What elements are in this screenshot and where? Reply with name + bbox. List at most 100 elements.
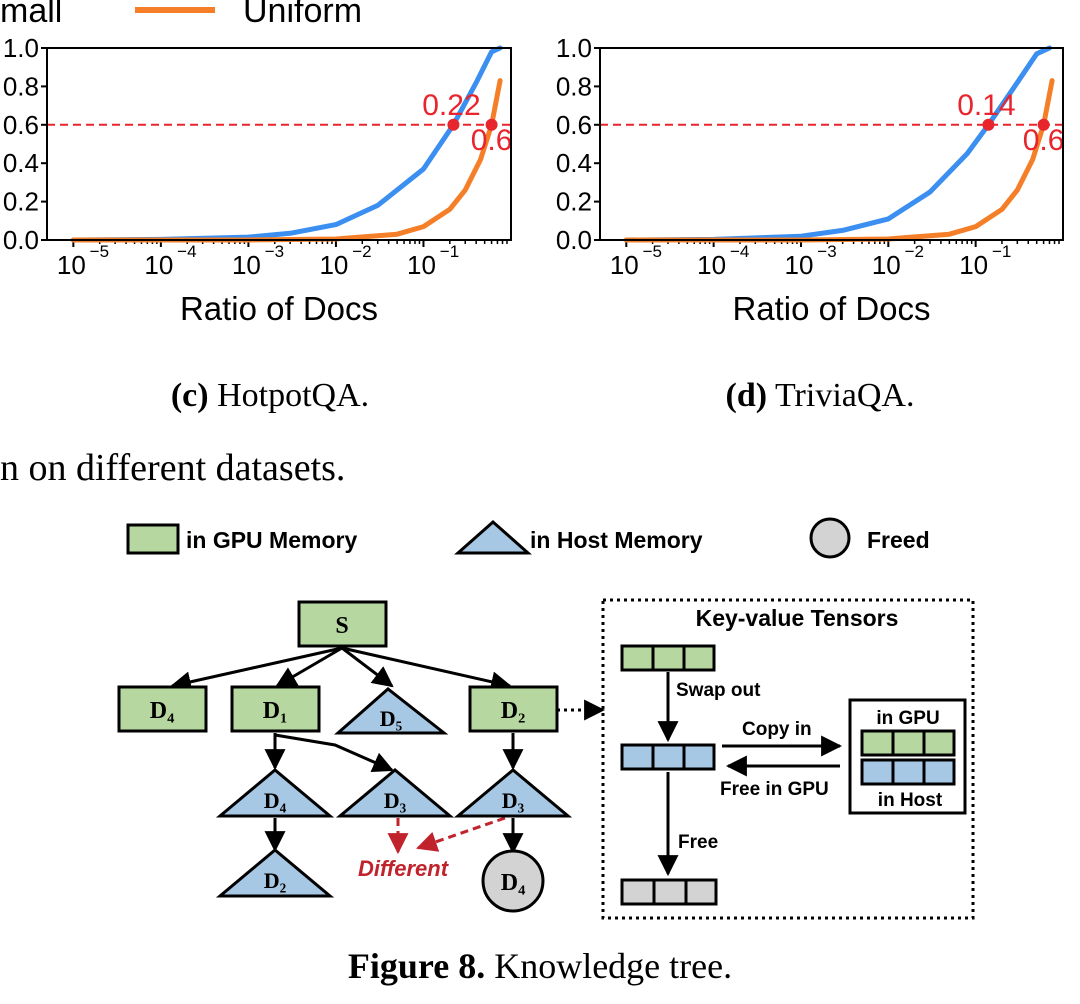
legend-gpu-swatch <box>126 523 180 555</box>
label-in-host: in Host <box>878 790 943 811</box>
x-tick-exponent: −4 <box>177 242 196 261</box>
node-d5-label: D₅ <box>380 706 403 731</box>
figure-caption: Figure 8. Knowledge tree. <box>348 946 732 986</box>
x-tick-label: 10 <box>697 250 726 280</box>
y-tick-label: 0.0 <box>556 225 592 255</box>
edge-s-d1 <box>275 646 343 688</box>
y-tick-label: 0.2 <box>3 187 39 217</box>
node-d4-top-label: D₄ <box>150 698 175 724</box>
memory-gpu-tensor <box>860 729 956 757</box>
x-axis-label: Ratio of Docs <box>732 290 930 327</box>
y-tick-label: 0.0 <box>3 225 39 255</box>
legend-gpu-label: in GPU Memory <box>186 527 357 553</box>
x-tick-label: 10 <box>785 250 814 280</box>
legend-freed-swatch <box>809 517 851 559</box>
node-d4-mid-label: D₄ <box>264 788 287 813</box>
different-arrow-right <box>416 816 506 852</box>
node-d3-mid-label: D₃ <box>384 788 407 813</box>
x-tick-exponent: −4 <box>730 242 749 261</box>
kv-panel: Key-value Tensors Swap out Copy in Free … <box>601 598 975 920</box>
node-root-label: S <box>335 613 348 639</box>
label-free-in-gpu: Free in GPU <box>720 779 829 800</box>
subfigure-caption-text: HotpotQA. <box>209 377 370 414</box>
kv-panel-border <box>601 598 975 920</box>
y-tick-label: 0.8 <box>556 71 592 101</box>
label-swap-out: Swap out <box>676 680 761 701</box>
x-tick-exponent: −5 <box>643 242 662 261</box>
figure-caption-text: Knowledge tree. <box>485 946 732 986</box>
legend-partial-label: mall <box>0 0 62 30</box>
x-tick-label: 10 <box>57 250 86 280</box>
annotation-point <box>982 118 995 131</box>
subfigure-caption-label: (d) <box>726 377 768 414</box>
tree-edges <box>169 646 606 855</box>
subfigure-caption-text: TriviaQA. <box>767 377 914 414</box>
y-tick-label: 1.0 <box>3 33 39 63</box>
label-free: Free <box>678 832 718 853</box>
x-tick-label: 10 <box>319 250 348 280</box>
kv-tensor-freed <box>620 878 718 906</box>
x-tick-exponent: −1 <box>440 242 459 261</box>
x-tick-label: 10 <box>144 250 173 280</box>
x-tick-exponent: −2 <box>352 242 371 261</box>
node-d1-label: D₁ <box>263 698 288 724</box>
node-d3-right-label: D₃ <box>502 788 525 813</box>
x-tick-exponent: −2 <box>905 242 924 261</box>
different-label: Different <box>358 856 450 881</box>
x-axis-label: Ratio of Docs <box>180 290 378 327</box>
plot-frame <box>46 47 512 241</box>
x-tick-exponent: −3 <box>817 242 836 261</box>
subfigure-caption-label: (c) <box>171 377 209 414</box>
x-tick-label: 10 <box>610 250 639 280</box>
y-tick-label: 0.2 <box>556 187 592 217</box>
annotation-point <box>447 118 460 131</box>
plot-frame <box>599 47 1064 241</box>
node-d2-top-label: D₂ <box>501 698 526 724</box>
series-line-0 <box>623 45 1052 243</box>
x-tick-exponent: −5 <box>90 242 109 261</box>
x-tick-exponent: −1 <box>992 242 1011 261</box>
figure-caption-label: Figure 8. <box>348 946 485 986</box>
node-d4-mid-shape <box>215 768 335 818</box>
subfigure-caption: (d) TriviaQA. <box>726 377 915 414</box>
legend-freed-label: Freed <box>867 527 930 553</box>
node-d3-mid-shape <box>335 768 455 818</box>
node-d3-right-shape <box>453 768 573 818</box>
node-d4-top-box <box>117 685 208 733</box>
kv-tensor-host <box>620 743 716 771</box>
edge-d1-d3 <box>274 733 394 773</box>
node-d2-top-box <box>468 685 559 733</box>
annotation-label: 0.6 <box>1023 124 1065 157</box>
tree-nodes: S D₄ D₁ D₅ D₂ D₄ D₃ D₃ D₂ D₄ <box>117 600 573 913</box>
annotation-point <box>1037 118 1050 131</box>
y-tick-label: 0.6 <box>556 110 592 140</box>
x-tick-label: 10 <box>407 250 436 280</box>
legend-uniform-label: Uniform <box>243 0 362 30</box>
y-tick-label: 0.4 <box>556 148 592 178</box>
annotation-label: 0.14 <box>957 89 1015 122</box>
x-tick-label: 10 <box>232 250 261 280</box>
legend-host-swatch <box>454 519 532 555</box>
y-tick-label: 1.0 <box>556 33 592 63</box>
label-copy-in: Copy in <box>742 719 812 740</box>
edge-s-d5 <box>341 646 394 688</box>
edge-s-d2 <box>341 646 513 693</box>
node-d1-box <box>230 685 321 733</box>
x-tick-exponent: −3 <box>265 242 284 261</box>
label-in-gpu: in GPU <box>876 708 939 729</box>
y-tick-label: 0.4 <box>3 148 39 178</box>
annotation-label: 0.22 <box>422 89 480 122</box>
node-d2-bottom-shape <box>215 848 335 898</box>
edge-s-d4 <box>169 646 343 693</box>
kv-tensor-gpu <box>620 644 716 672</box>
node-d4-freed-shape <box>481 849 545 913</box>
subfigure-caption: (c) HotpotQA. <box>171 377 369 414</box>
node-d2-bottom-label: D₂ <box>264 868 287 893</box>
y-tick-label: 0.8 <box>3 71 39 101</box>
node-root-box <box>297 600 388 648</box>
annotation-point <box>485 118 498 131</box>
kv-title: Key-value Tensors <box>696 605 899 631</box>
